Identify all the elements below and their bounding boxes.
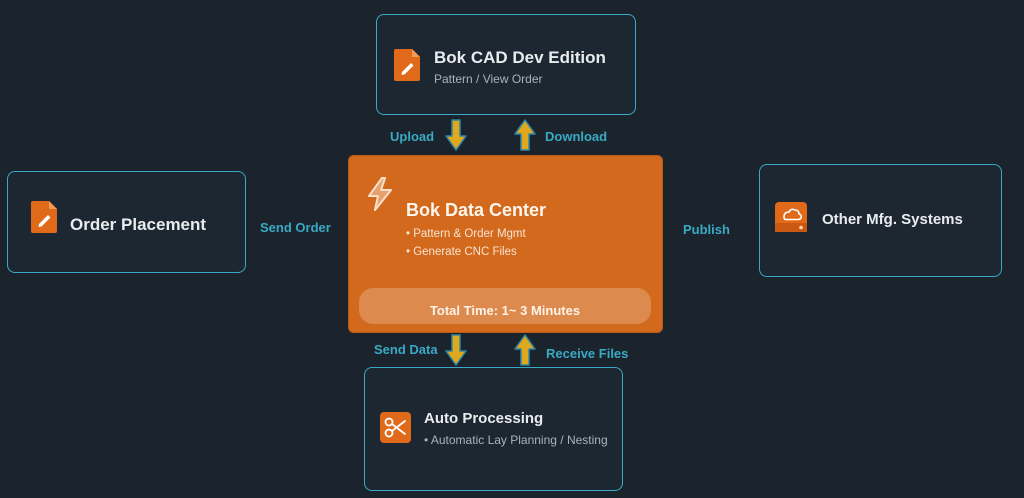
arrow-up-download [514, 119, 536, 151]
label-download: Download [545, 129, 608, 144]
center-title: Bok Data Center [406, 200, 547, 220]
label-publish: Publish [683, 222, 730, 237]
auto-title: Auto Processing [424, 410, 544, 427]
cloud-storage-icon [775, 202, 807, 232]
order-title: Order Placement [70, 215, 207, 234]
center-bullet-1: • Pattern & Order Mgmt [406, 228, 526, 240]
document-edit-icon [394, 49, 420, 81]
label-send-data: Send Data [374, 342, 438, 357]
auto-subtitle: • Automatic Lay Planning / Nesting [424, 433, 608, 447]
total-time-text: Total Time: 1~ 3 Minutes [429, 303, 581, 318]
cad-subtitle: Pattern / View Order [434, 72, 543, 86]
lightning-icon [368, 177, 392, 211]
node-auto-processing: Auto Processing • Automatic Lay Planning… [364, 367, 623, 491]
arrow-down-send-data [445, 334, 467, 366]
arrow-down-upload [445, 119, 467, 151]
cad-title: Bok CAD Dev Edition [434, 48, 606, 67]
node-order-placement: Order Placement [7, 171, 246, 273]
arrow-up-receive-files [514, 334, 536, 366]
node-other-mfg-systems: Other Mfg. Systems [759, 164, 1002, 277]
label-receive-files: Receive Files [546, 346, 629, 361]
document-edit-icon [31, 201, 57, 233]
center-bullet-2: • Generate CNC Files [406, 246, 517, 258]
other-title: Other Mfg. Systems [822, 211, 963, 228]
label-upload: Upload [390, 129, 435, 144]
label-send-order: Send Order [260, 220, 331, 235]
total-time-pill: Total Time: 1~ 3 Minutes [359, 288, 651, 324]
scissors-icon [380, 412, 411, 443]
node-cad-dev-edition: Bok CAD Dev Edition Pattern / View Order [376, 14, 636, 115]
node-bok-data-center: Bok Data Center • Pattern & Order Mgmt •… [348, 155, 663, 333]
